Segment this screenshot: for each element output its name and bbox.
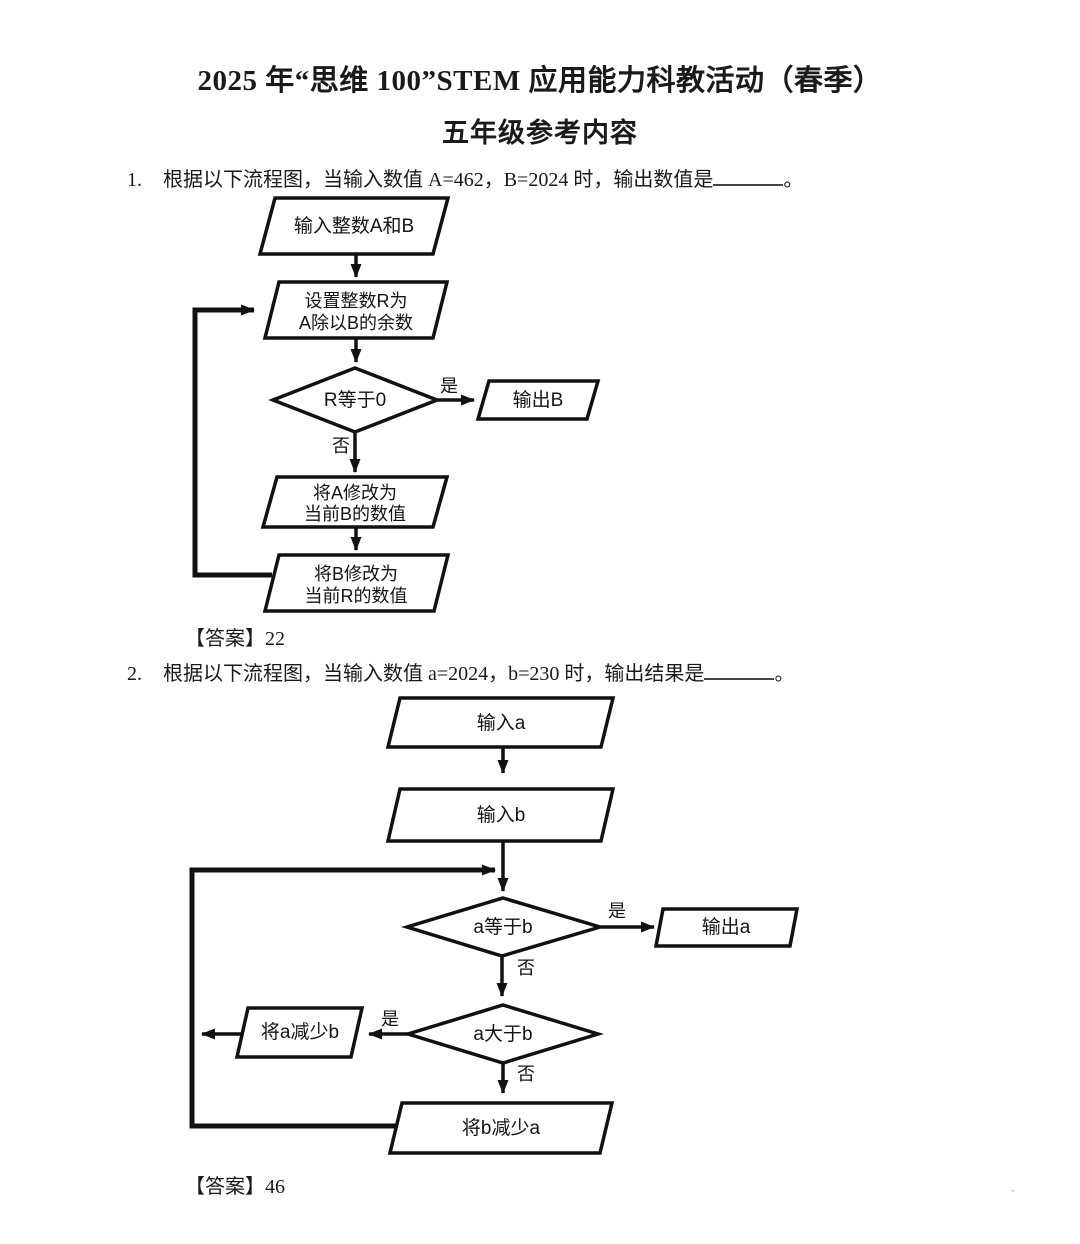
fc1-set-b-parallelogram [262,553,451,613]
fc1-set-b-label-line1: 将B修改为 [314,564,398,584]
watermark-mark: ⌄ [1008,1182,1018,1195]
answer-1-label: 【答案】 [185,628,265,650]
fc1-set-r-label-line2: A除以B的余数 [299,313,413,333]
question-1-number: 1. [127,169,142,191]
fc1-input-parallelogram [257,196,451,256]
question-2-text: 根据以下流程图，当输入数值 a=2024，b=230 时，输出结果是 [163,663,705,685]
question-2-blank [704,658,775,680]
question-1-text: 根据以下流程图，当输入数值 A=462，B=2024 时，输出数值是 [163,169,714,191]
fc2-decision-gt-diamond [402,1003,604,1065]
answer-2-label: 【答案】 [185,1176,265,1198]
fc2-decision-gt-label: a大于b [473,1023,532,1045]
fc2-decision-eq-diamond [400,896,607,958]
fc2-gt-no-label: 否 [517,1064,535,1084]
fc1-set-a-label-line1: 将A修改为 [313,483,397,503]
fc2-eq-no-label: 否 [517,958,535,978]
fc2-output-label: 输出a [702,916,751,938]
fc2-eq-yes-label: 是 [608,901,626,921]
fc1-set-r-label-line1: 设置整数R为 [305,291,408,311]
flowchart-1: 输入整数A和B 设置整数R为 A除以B的余数 R等于0 是 否 输出B 将A修改… [192,196,601,613]
question-2: 2. 根据以下流程图，当输入数值 a=2024，b=230 时，输出结果是 。 [127,658,1007,688]
fc2-dec-a-parallelogram [234,1006,365,1059]
question-1-blank [713,164,784,186]
fc2-input-a-label: 输入a [477,712,526,734]
fc2-input-a-parallelogram [385,696,616,749]
question-1: 1. 根据以下流程图，当输入数值 A=462，B=2024 时，输出数值是 。 [127,164,1007,194]
fc1-loop-connector [192,304,272,578]
fc2-gt-yes-label: 是 [381,1009,399,1029]
fc1-set-a-label-line2: 当前B的数值 [304,504,406,524]
fc1-output-label: 输出B [513,389,564,411]
answer-2: 【答案】46 [185,1170,285,1199]
fc2-input-b-parallelogram [385,787,616,843]
fc1-decision-diamond [268,366,442,434]
fc1-set-a-parallelogram [260,475,450,529]
page-title: 2025 年“思维 100”STEM 应用能力科教活动（春季） [197,65,883,97]
fc2-output-parallelogram [653,907,800,948]
question-2-period: 。 [774,663,795,685]
fc1-set-r-parallelogram [262,280,450,340]
flowchart-2: 输入a 输入b a等于b 是 否 输出a a大于b 是 否 将a减少b 将b减少… [189,696,800,1155]
fc1-yes-label: 是 [440,376,458,396]
fc2-dec-b-parallelogram [387,1101,615,1155]
answer-1: 【答案】22 [185,622,285,651]
fc1-decision-label: R等于0 [324,389,386,411]
fc1-no-label: 否 [332,436,350,456]
fc2-dec-b-label: 将b减少a [462,1117,541,1139]
answer-2-value: 46 [265,1176,285,1198]
fc1-input-label: 输入整数A和B [294,215,414,237]
fc1-output-parallelogram [475,379,601,421]
answer-1-value: 22 [265,628,285,650]
page-subtitle: 五年级参考内容 [442,118,638,148]
fc2-dec-a-label: 将a减少b [261,1021,339,1043]
question-1-period: 。 [783,169,804,191]
question-2-number: 2. [127,663,142,685]
fc2-decision-eq-label: a等于b [473,916,532,938]
fc1-set-b-label-line2: 当前R的数值 [305,586,408,606]
fc2-input-b-label: 输入b [477,804,526,826]
fc2-loop-connector [189,864,496,1129]
